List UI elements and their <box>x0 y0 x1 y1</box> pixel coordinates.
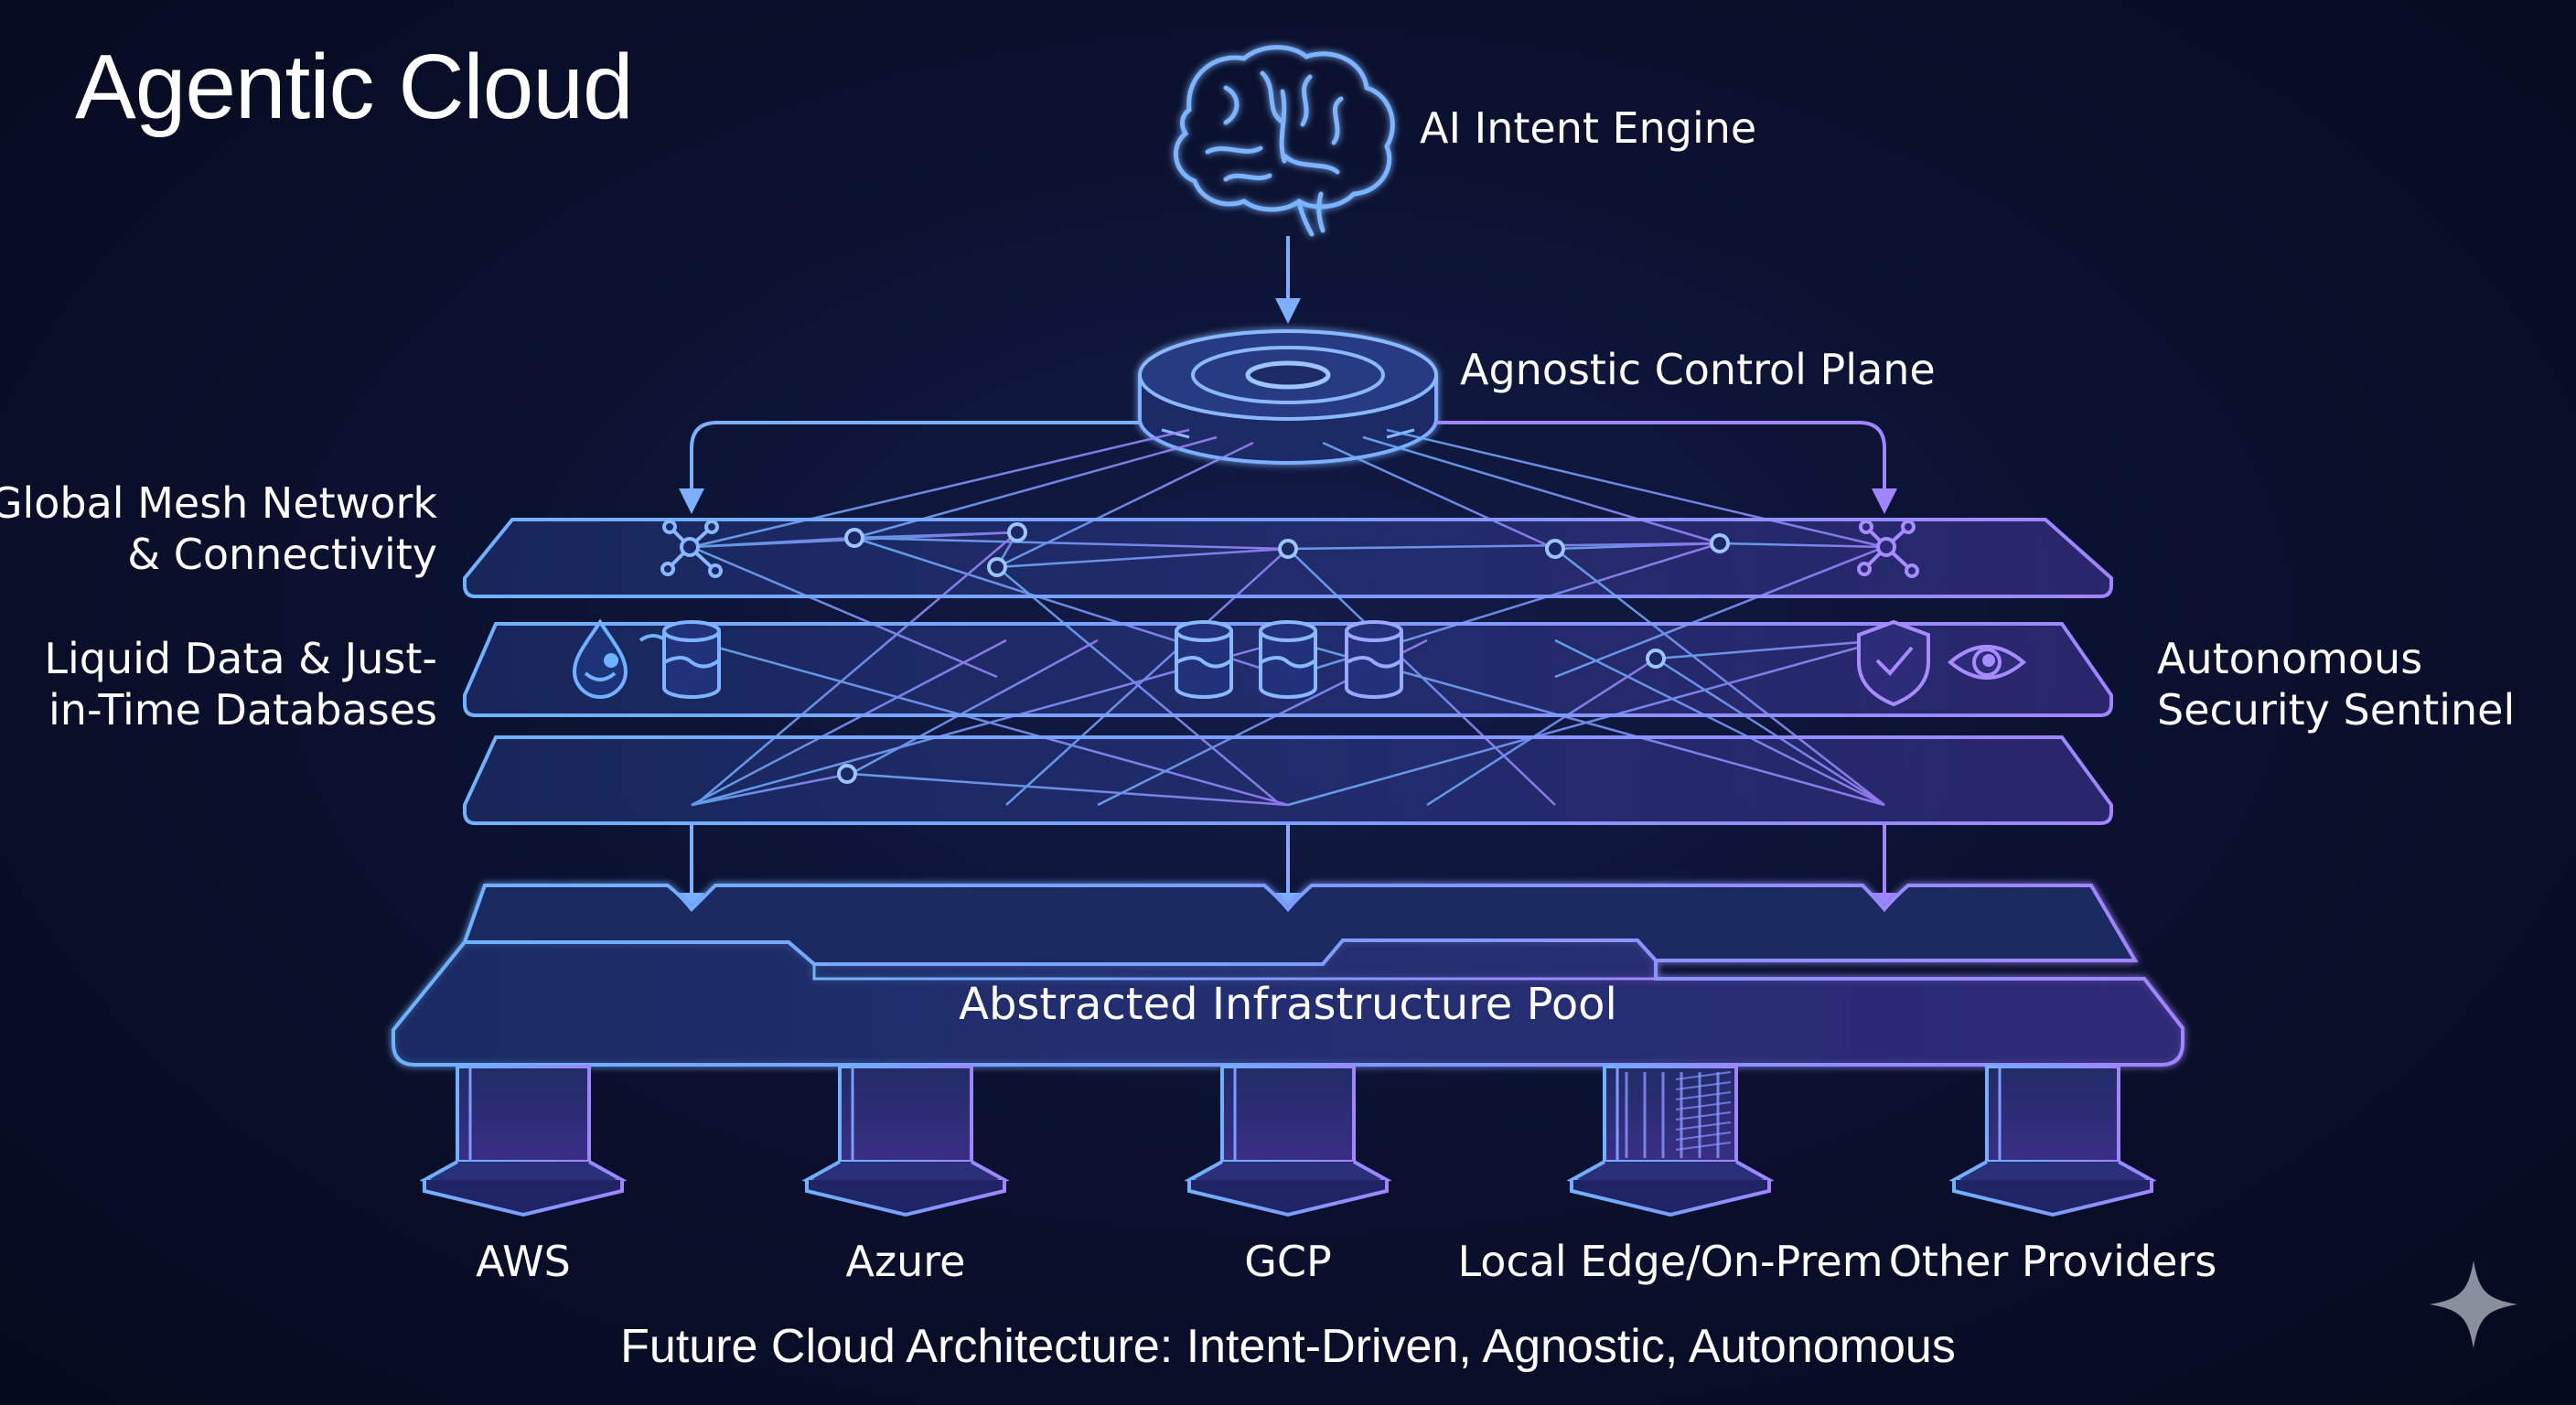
mesh-line <box>1386 428 1885 549</box>
compute-layer <box>463 735 2113 825</box>
pool-arrows <box>679 823 1897 918</box>
provider-label-edge: Local Edge/On-Prem <box>1457 1237 1884 1286</box>
mesh-node <box>844 528 864 548</box>
mesh-line <box>694 531 1018 806</box>
water-drop-icon <box>572 618 668 699</box>
mesh-line <box>1005 548 1289 806</box>
mesh-label-line1: Global Mesh Network <box>0 478 437 528</box>
mesh-line <box>853 536 1289 551</box>
mesh-network-label: Global Mesh Network & Connectivity <box>0 477 437 580</box>
data-label-line2: in-Time Databases <box>48 685 437 735</box>
provider-label-aws: AWS <box>476 1237 571 1286</box>
provider-pillar <box>801 1065 1010 1217</box>
provider-pillar <box>1184 1065 1392 1217</box>
mesh-line <box>850 772 1289 807</box>
mesh-node <box>1646 649 1666 669</box>
mesh-nodes <box>837 522 1730 784</box>
control-plane-disc <box>1138 329 1438 465</box>
mesh-node <box>1710 533 1730 553</box>
security-sentinel-label: Autonomous Security Sentinel <box>2157 633 2515 735</box>
security-label-line2: Security Sentinel <box>2157 685 2516 735</box>
control-plane-label: Agnostic Control Plane <box>1460 345 1936 394</box>
mesh-node <box>1007 522 1027 542</box>
diagram-caption: Future Cloud Architecture: Intent-Driven… <box>620 1320 1956 1373</box>
mesh-line <box>1719 542 1885 549</box>
mesh-line <box>850 638 1099 776</box>
brain-icon <box>1174 45 1395 237</box>
mesh-line <box>1322 441 1556 551</box>
mesh-connections <box>690 428 1886 807</box>
provider-pillar <box>1566 1065 1775 1217</box>
mesh-node <box>837 764 857 784</box>
mesh-line <box>691 638 1007 807</box>
mesh-line <box>853 435 1218 540</box>
mesh-line <box>1655 638 1885 660</box>
mesh-label-line2: & Connectivity <box>127 530 437 579</box>
sparkle-icon <box>2430 1260 2517 1348</box>
infrastructure-pool-label: Abstracted Infrastructure Pool <box>959 979 1617 1030</box>
control-arrow-right <box>1436 421 1897 514</box>
page-title: Agentic Cloud <box>75 36 634 138</box>
mesh-line <box>691 772 852 807</box>
mesh-line <box>1554 638 1885 807</box>
mesh-line <box>1287 638 1885 807</box>
infrastructure-pool <box>392 884 2184 1067</box>
shield-check-icon <box>1857 619 1930 707</box>
provider-label-azure: Azure <box>845 1237 966 1286</box>
mesh-line <box>1554 545 1885 679</box>
security-label-line1: Autonomous <box>2157 634 2423 683</box>
database-icon <box>1345 620 1403 699</box>
mesh-line <box>1426 657 1657 807</box>
mesh-line <box>691 545 998 679</box>
mesh-line <box>691 428 1190 549</box>
mesh-line <box>1362 435 1721 545</box>
mesh-node <box>987 557 1007 577</box>
mesh-line <box>691 638 1289 807</box>
eye-icon <box>1947 645 2027 680</box>
liquid-data-label: Liquid Data & Just- in-Time Databases <box>44 633 437 735</box>
provider-pillar <box>419 1065 628 1217</box>
data-label-line1: Liquid Data & Just- <box>44 634 437 683</box>
mesh-line <box>1655 657 1885 807</box>
mesh-line <box>1287 542 1721 551</box>
mesh-node <box>1545 539 1565 559</box>
database-icon <box>1259 620 1317 699</box>
database-icon <box>1175 620 1233 699</box>
mesh-line <box>996 547 1289 569</box>
mesh-line <box>1554 548 1885 806</box>
mesh-node <box>1278 539 1298 559</box>
database-icon <box>662 620 721 699</box>
network-node-icon <box>1857 520 1919 578</box>
provider-label-other: Other Providers <box>1888 1237 2217 1286</box>
provider-label-gcp: GCP <box>1244 1237 1332 1286</box>
control-arrow-left <box>679 421 1140 514</box>
mesh-line <box>996 566 1282 806</box>
intent-engine-label: AI Intent Engine <box>1420 103 1757 153</box>
network-node-icon <box>660 520 723 578</box>
mesh-line <box>996 441 1254 569</box>
provider-pillar <box>1948 1065 2157 1217</box>
